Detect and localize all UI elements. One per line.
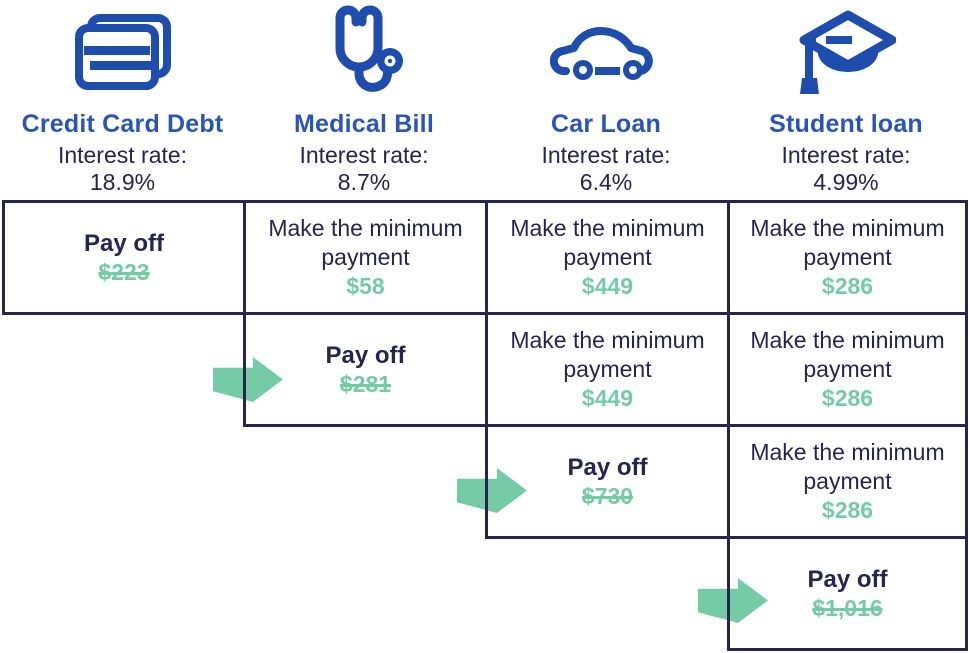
- column-title: Credit Card Debt: [21, 110, 224, 138]
- interest-rate-label: Interest rate:: [57, 142, 188, 168]
- column-title: Car Loan: [551, 110, 661, 138]
- interest-rate-label: Interest rate:: [781, 142, 911, 168]
- cell-action: Pay off: [325, 341, 406, 369]
- cell-step1-car-minimum: Make the minimum payment $449: [485, 200, 730, 315]
- cell-action: Make the minimum payment: [268, 215, 463, 270]
- cell-step2-student-minimum: Make the minimum payment $286: [727, 312, 968, 427]
- cell-action: Make the minimum payment: [750, 439, 945, 494]
- column-header-car-loan: Car Loan Interest rate: 6.4%: [485, 4, 727, 196]
- cell-amount: $1,016: [812, 594, 883, 621]
- cell-step1-medical-minimum: Make the minimum payment $58: [243, 200, 488, 315]
- cell-action: Make the minimum payment: [510, 327, 705, 382]
- cell-step2-medical-payoff: Pay off $281: [243, 312, 488, 427]
- interest-rate-value: 6.4%: [579, 169, 633, 195]
- cell-amount: $286: [821, 273, 874, 299]
- cell-step3-student-minimum: Make the minimum payment $286: [727, 424, 968, 539]
- cell-action: Make the minimum payment: [510, 215, 705, 270]
- cell-action: Pay off: [83, 229, 164, 257]
- cell-step2-car-minimum: Make the minimum payment $449: [485, 312, 730, 427]
- cell-step1-student-minimum: Make the minimum payment $286: [727, 200, 968, 315]
- cell-action: Make the minimum payment: [750, 215, 945, 270]
- stethoscope-icon: [243, 4, 485, 104]
- cell-step1-credit-card-payoff: Pay off $223: [2, 200, 246, 315]
- cell-amount: $730: [581, 482, 634, 509]
- cell-action: Make the minimum payment: [750, 327, 945, 382]
- cell-amount: $281: [339, 370, 392, 397]
- cell-amount: $449: [581, 385, 634, 411]
- interest-rate-value: 8.7%: [337, 169, 391, 195]
- column-header-medical-bill: Medical Bill Interest rate: 8.7%: [243, 4, 485, 196]
- interest-rate-label: Interest rate:: [299, 142, 429, 168]
- cell-amount: $58: [346, 273, 385, 299]
- cell-amount: $286: [821, 497, 874, 523]
- cell-amount: $223: [98, 258, 150, 285]
- graduation-cap-icon: [727, 4, 965, 104]
- column-title: Medical Bill: [294, 110, 434, 138]
- cell-amount: $286: [821, 385, 874, 411]
- credit-card-icon: [2, 4, 243, 104]
- interest-rate-value: 4.99%: [813, 169, 879, 195]
- column-header-credit-card-debt: Credit Card Debt Interest rate: 18.9%: [2, 4, 243, 196]
- column-header-student-loan: Student loan Interest rate: 4.99%: [727, 4, 965, 196]
- cell-action: Pay off: [807, 565, 888, 593]
- cell-step4-student-payoff: Pay off $1,016: [727, 536, 968, 651]
- interest-rate-value: 18.9%: [89, 169, 156, 195]
- interest-rate-label: Interest rate:: [541, 142, 671, 168]
- column-title: Student loan: [769, 110, 923, 138]
- cell-amount: $449: [581, 273, 634, 299]
- cell-step3-car-payoff: Pay off $730: [485, 424, 730, 539]
- cell-action: Pay off: [567, 453, 648, 481]
- car-icon: [485, 4, 727, 104]
